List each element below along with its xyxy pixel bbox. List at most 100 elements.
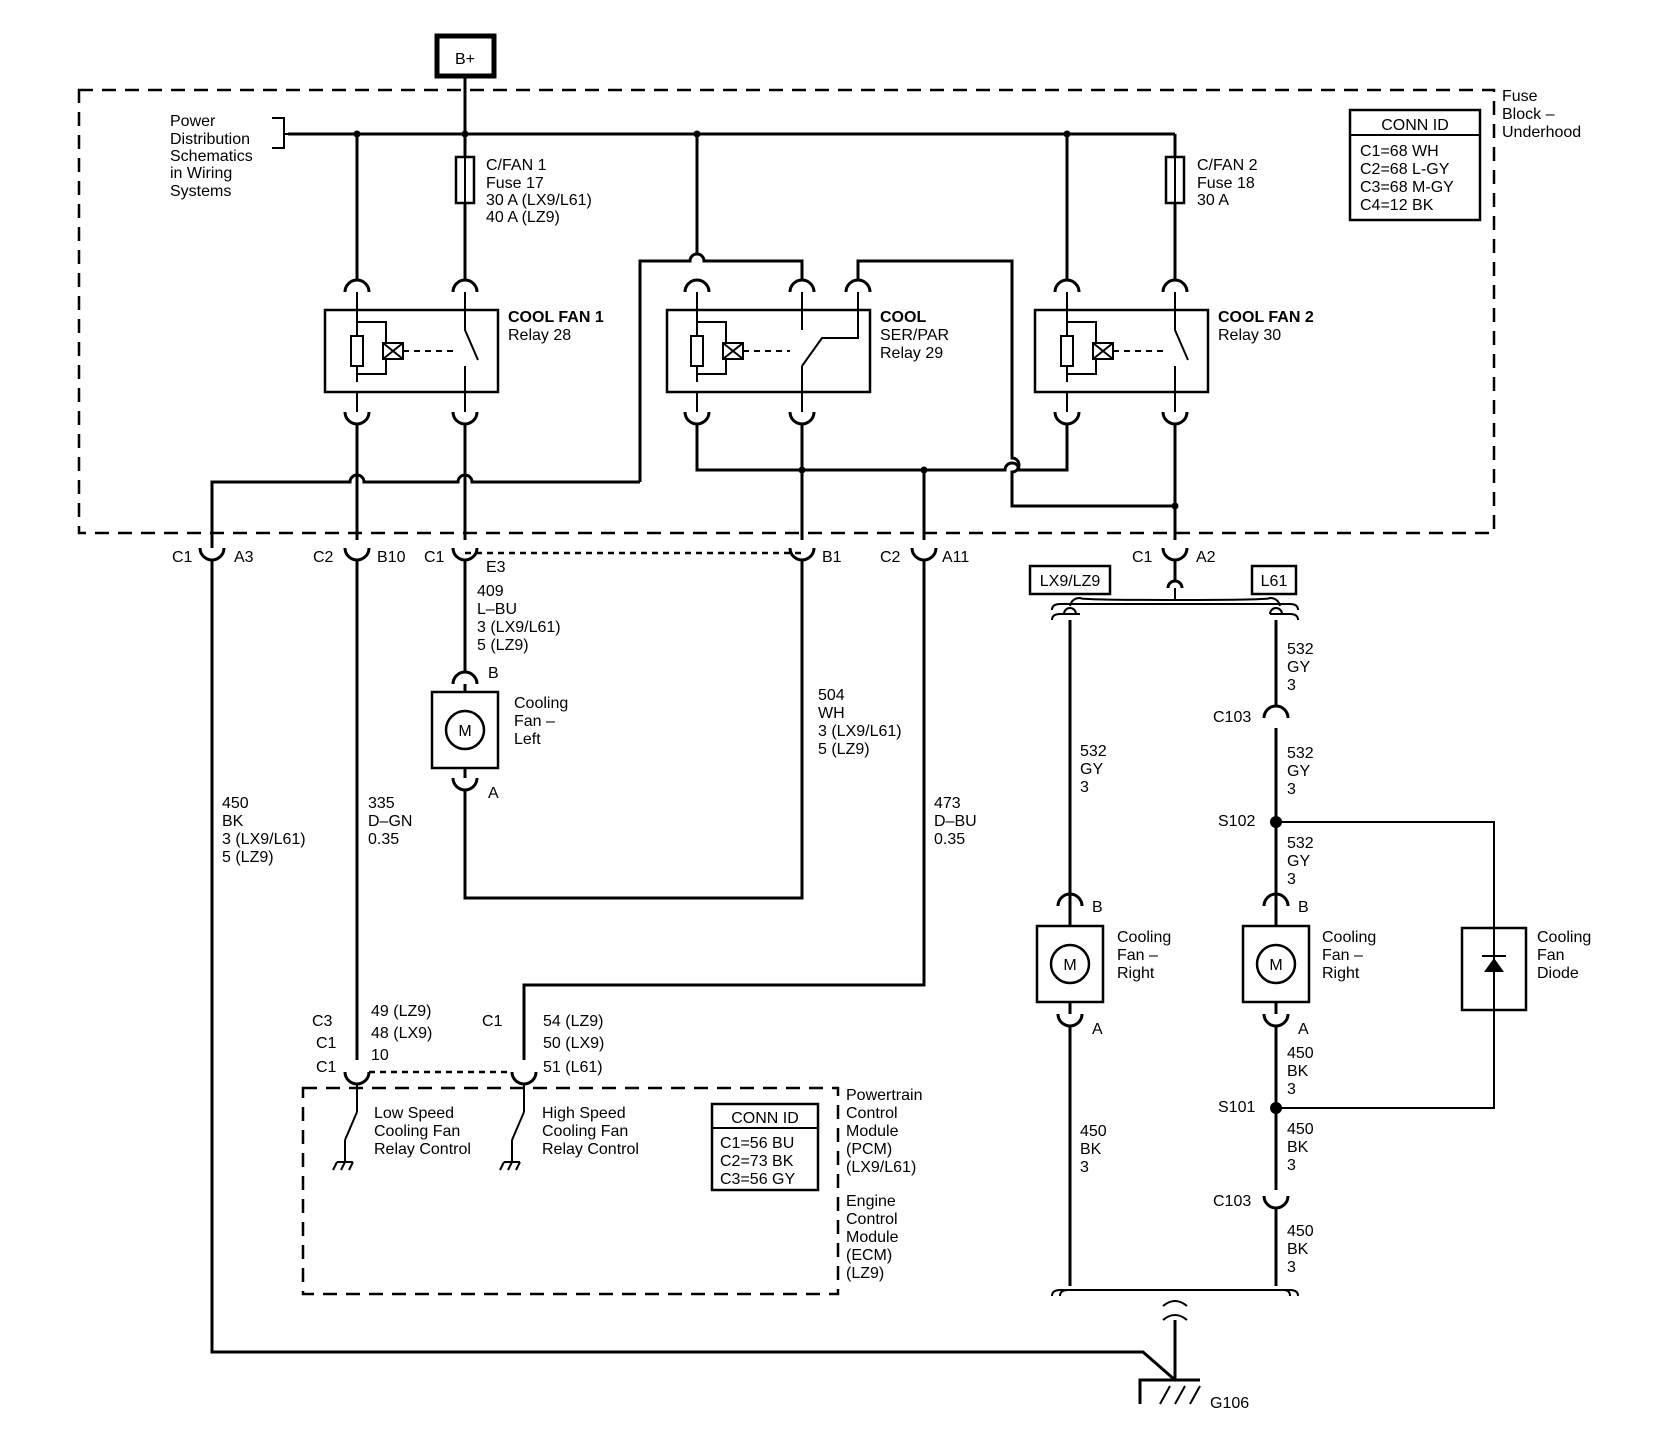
diagram-label: 532 xyxy=(1287,745,1314,762)
diagram-label: Cooling Fan xyxy=(374,1123,460,1140)
diagram-label: GY xyxy=(1287,853,1310,870)
diagram-label: 3 xyxy=(1287,1157,1296,1174)
diagram-label: Module xyxy=(846,1229,899,1246)
diagram-label: Fan – xyxy=(514,713,555,730)
diagram-label: (LX9/L61) xyxy=(846,1159,916,1176)
diagram-label: BK xyxy=(1287,1139,1309,1156)
diagram-label: CONN ID xyxy=(731,1110,799,1127)
right-fan-lz9-circuit: 532 GY 3 B M A Cooling Fan – Right 450 B… xyxy=(1035,607,1171,1286)
diagram-label: 51 (L61) xyxy=(543,1059,603,1076)
diagram-label: 3 (LX9/L61) xyxy=(477,619,561,636)
diagram-label: 49 (LZ9) xyxy=(371,1003,431,1020)
diagram-label: S101 xyxy=(1218,1099,1255,1116)
diagram-label: C2 xyxy=(313,549,334,566)
power-bus xyxy=(288,76,1175,138)
diagram-label: 3 xyxy=(1287,781,1296,798)
diagram-label: A xyxy=(1298,1021,1309,1038)
diagram-label: Underhood xyxy=(1502,124,1581,141)
diagram-label: Module xyxy=(846,1123,899,1140)
diagram-label: Fuse 18 xyxy=(1197,175,1255,192)
diagram-label: Control xyxy=(846,1211,898,1228)
diagram-label: B xyxy=(488,665,499,682)
diagram-label: 504 xyxy=(818,687,845,704)
diagram-label: 532 xyxy=(1287,835,1314,852)
diagram-label: Relay 29 xyxy=(880,345,943,362)
diagram-label: Powertrain xyxy=(846,1087,922,1104)
diagram-label: A2 xyxy=(1196,549,1216,566)
diagram-label: 335 xyxy=(368,795,395,812)
diagram-label: Fan – xyxy=(1322,947,1363,964)
fuse-cfan1: C/FAN 1 Fuse 17 30 A (LX9/L61) 40 A (LZ9… xyxy=(454,134,592,280)
diagram-label: Fan – xyxy=(1117,947,1158,964)
diagram-label: High Speed xyxy=(542,1105,626,1122)
diagram-label: Cooling xyxy=(1322,929,1376,946)
diagram-label: C3=68 M-GY xyxy=(1360,179,1454,196)
diagram-label: 30 A xyxy=(1197,192,1229,209)
diagram-label: 409 xyxy=(477,583,504,600)
diagram-label: Block – xyxy=(1502,106,1555,123)
diagram-label: 5 (LZ9) xyxy=(818,741,870,758)
diagram-label: Engine xyxy=(846,1193,896,1210)
diagram-label: 450 xyxy=(222,795,249,812)
diagram-label: 532 xyxy=(1080,743,1107,760)
diagram-label: Cooling xyxy=(514,695,568,712)
diagram-label: Low Speed xyxy=(374,1105,454,1122)
diagram-label: 10 xyxy=(371,1047,389,1064)
diagram-label: 5 (LZ9) xyxy=(477,637,529,654)
diagram-label: Left xyxy=(514,731,541,748)
diagram-label: Power xyxy=(170,113,216,130)
wire-473: 473 D–BU 0.35 xyxy=(522,560,977,1060)
diagram-label: C/FAN 1 xyxy=(486,157,547,174)
diagram-label: GY xyxy=(1080,761,1103,778)
diagram-label: M xyxy=(1269,957,1282,974)
cooling-fan-left-circuit: 409 L–BU 3 (LX9/L61) 5 (LZ9) B M A Cooli… xyxy=(430,560,902,900)
diagram-label: 0.35 xyxy=(934,831,965,848)
powertrain-control-module: C3 C1 C1 49 (LZ9) 48 (LX9) 10 C1 54 (LZ9… xyxy=(301,1003,922,1296)
diagram-label: 473 xyxy=(934,795,961,812)
diagram-label: (LZ9) xyxy=(846,1265,884,1282)
wire-335: 335 D–GN 0.35 xyxy=(355,560,412,1060)
diagram-label: Control xyxy=(846,1105,898,1122)
diagram-label: BK xyxy=(222,813,244,830)
motor-symbol: M xyxy=(458,723,471,740)
diagram-label: Systems xyxy=(170,183,231,200)
diagram-label: C1 xyxy=(424,549,445,566)
diagram-label: B xyxy=(1092,899,1103,916)
relay-cool-ser-par: COOL SER/PAR Relay 29 xyxy=(665,278,949,426)
diagram-label: Diode xyxy=(1537,965,1579,982)
diagram-label: BK xyxy=(1287,1241,1309,1258)
diagram-label: B1 xyxy=(822,549,842,566)
diagram-label: C2=73 BK xyxy=(720,1153,794,1170)
diagram-label: Fuse 17 xyxy=(486,175,544,192)
diagram-label: Fuse xyxy=(1502,88,1538,105)
fuse-block-boundary xyxy=(77,88,1496,535)
diagram-label: 50 (LX9) xyxy=(543,1035,604,1052)
diagram-label: (PCM) xyxy=(846,1141,892,1158)
diagram-label: 532 xyxy=(1287,641,1314,658)
diagram-label: 54 (LZ9) xyxy=(543,1013,603,1030)
diagram-label: 450 xyxy=(1287,1223,1314,1240)
fuse-block-label: Fuse Block – Underhood xyxy=(1502,88,1581,141)
diagram-label: 450 xyxy=(1080,1123,1107,1140)
diagram-label: C4=12 BK xyxy=(1360,197,1434,214)
right-fan-l61-circuit: 532 GY 3 C103 532 GY 3 S102 532 GY 3 B M… xyxy=(1213,607,1376,1286)
diagram-label: 3 xyxy=(1287,871,1296,888)
diagram-label: C2=68 L-GY xyxy=(1360,161,1450,178)
fuse-block-connectors: C1 A3 C2 B10 C1 E3 B1 C2 A11 C1 A2 xyxy=(172,547,1216,576)
diagram-label: 40 A (LZ9) xyxy=(486,209,560,226)
diagram-label: 3 (LX9/L61) xyxy=(222,831,306,848)
cooling-fan-diode: Cooling Fan Diode xyxy=(1276,821,1591,1109)
diagram-label: C1=68 WH xyxy=(1360,143,1439,160)
diagram-label: WH xyxy=(818,705,845,722)
diagram-label: GY xyxy=(1287,763,1310,780)
fuse-cfan2: C/FAN 2 Fuse 18 30 A xyxy=(1164,134,1258,280)
diagram-label: 3 xyxy=(1287,1259,1296,1276)
diagram-label: D–GN xyxy=(368,813,412,830)
diagram-label: 5 (LZ9) xyxy=(222,849,274,866)
ground-g106: G106 xyxy=(1051,1289,1299,1412)
fuse-block-conn-id: CONN ID C1=68 WH C2=68 L-GY C3=68 M-GY C… xyxy=(1348,108,1482,222)
diagram-label: Relay Control xyxy=(374,1141,471,1158)
diagram-label: Fan xyxy=(1537,947,1565,964)
diagram-label: Schematics xyxy=(170,148,253,165)
